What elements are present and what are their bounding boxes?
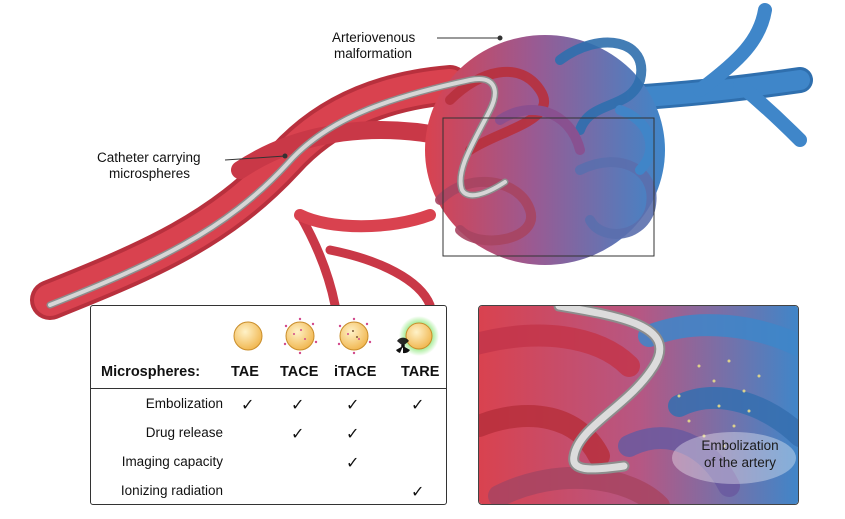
zoom-caption-line2: of the artery [685, 454, 795, 471]
microspheres-table: Microspheres: TAE TACE iTACE TARE Emboli… [90, 305, 447, 505]
table-divider [91, 388, 446, 389]
row-label-drug-release: Drug release [111, 425, 223, 440]
catheter-label: Catheter carrying microspheres [97, 150, 201, 182]
check-ionizing-radiation-tare: ✓ [411, 482, 424, 502]
check-drug-release-itace: ✓ [346, 424, 359, 444]
check-drug-release-tace: ✓ [291, 424, 304, 444]
catheter-label-line1: Catheter carrying [97, 150, 201, 166]
check-embolization-itace: ✓ [346, 395, 359, 415]
zoom-caption: Embolization of the artery [685, 437, 795, 471]
zoom-illustration [479, 306, 799, 505]
zoom-caption-line1: Embolization [685, 437, 795, 454]
avm-nidus [425, 35, 665, 265]
zoom-inset [478, 305, 799, 505]
tace-sphere-icon [284, 318, 317, 354]
avm-label-line2: malformation [332, 46, 415, 62]
itace-sphere-icon [338, 318, 371, 354]
row-label-imaging-capacity: Imaging capacity [91, 454, 223, 469]
check-embolization-tare: ✓ [411, 395, 424, 415]
catheter-label-line2: microspheres [97, 166, 201, 182]
row-label-ionizing-radiation: Ionizing radiation [91, 483, 223, 498]
microspheres-header: Microspheres: [101, 364, 200, 380]
col-header-tae: TAE [231, 364, 259, 380]
col-header-tare: TARE [401, 364, 439, 380]
check-imaging-capacity-itace: ✓ [346, 453, 359, 473]
avm-label: Arteriovenous malformation [332, 30, 415, 62]
row-label-embolization: Embolization [111, 396, 223, 411]
tae-sphere-icon [234, 322, 262, 350]
check-embolization-tae: ✓ [241, 395, 254, 415]
col-header-itace: iTACE [334, 364, 376, 380]
check-embolization-tace: ✓ [291, 395, 304, 415]
avm-label-line1: Arteriovenous [332, 30, 415, 46]
col-header-tace: TACE [280, 364, 318, 380]
